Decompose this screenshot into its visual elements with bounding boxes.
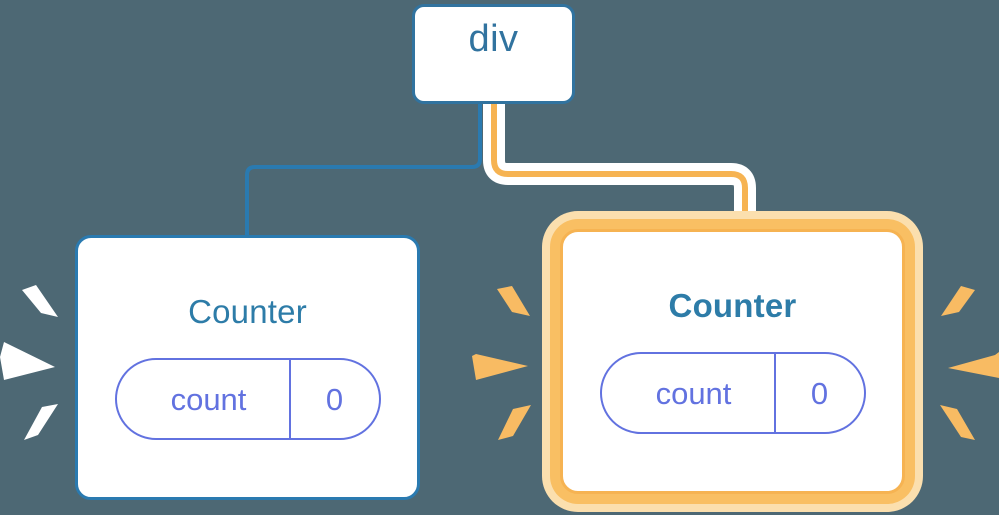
node-counter-right[interactable]: Counter count 0 <box>560 229 905 494</box>
ray-upper-right-orange <box>941 286 975 316</box>
prop-pill-left[interactable]: count 0 <box>114 358 381 440</box>
ray-lower-left-orange <box>498 405 531 440</box>
ray-upper-left-white <box>22 285 58 317</box>
ray-lower-right-orange <box>940 405 975 440</box>
prop-value-right: 0 <box>773 354 864 432</box>
node-counter-right-label: Counter <box>668 287 797 324</box>
edge-root-to-left-counter <box>245 104 482 237</box>
node-counter-left-label: Counter <box>188 293 307 330</box>
node-counter-left[interactable]: Counter count 0 <box>75 235 420 500</box>
prop-value-left: 0 <box>288 360 379 438</box>
ray-lower-left-white <box>24 404 58 440</box>
edge-root-to-right-counter <box>491 104 748 232</box>
burst-right-counter-orange-right <box>940 286 999 440</box>
burst-right-counter-orange-left <box>472 286 531 440</box>
prop-name-right: count <box>655 375 732 411</box>
burst-left-counter-white <box>0 285 58 440</box>
prop-name-left: count <box>170 381 247 417</box>
ray-middle-left-orange <box>472 354 528 380</box>
ray-middle-left-white <box>0 342 55 380</box>
node-div[interactable]: div <box>412 4 575 104</box>
ray-middle-right-orange <box>948 352 999 378</box>
prop-pill-right[interactable]: count 0 <box>599 352 866 434</box>
ray-upper-left-orange <box>497 286 530 316</box>
node-div-label: div <box>468 18 519 60</box>
